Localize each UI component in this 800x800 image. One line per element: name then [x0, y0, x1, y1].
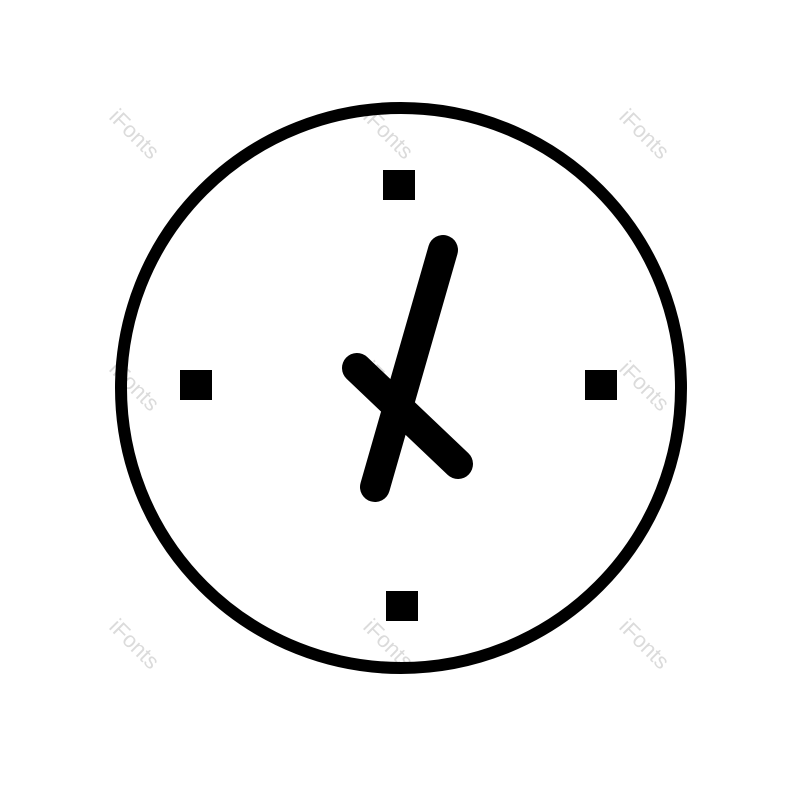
hour-hand — [342, 353, 473, 479]
clock-face — [115, 102, 687, 674]
hour-marker-9 — [180, 370, 212, 400]
hour-marker-6 — [386, 591, 418, 621]
watermark: iFonts — [614, 614, 674, 674]
watermark: iFonts — [104, 356, 164, 416]
watermark: iFonts — [104, 614, 164, 674]
hour-marker-3 — [585, 370, 617, 400]
watermark: iFonts — [104, 104, 164, 164]
minute-hand — [360, 235, 458, 502]
watermark: iFonts — [614, 104, 674, 164]
hour-marker-12 — [383, 170, 415, 200]
watermark: iFonts — [614, 356, 674, 416]
